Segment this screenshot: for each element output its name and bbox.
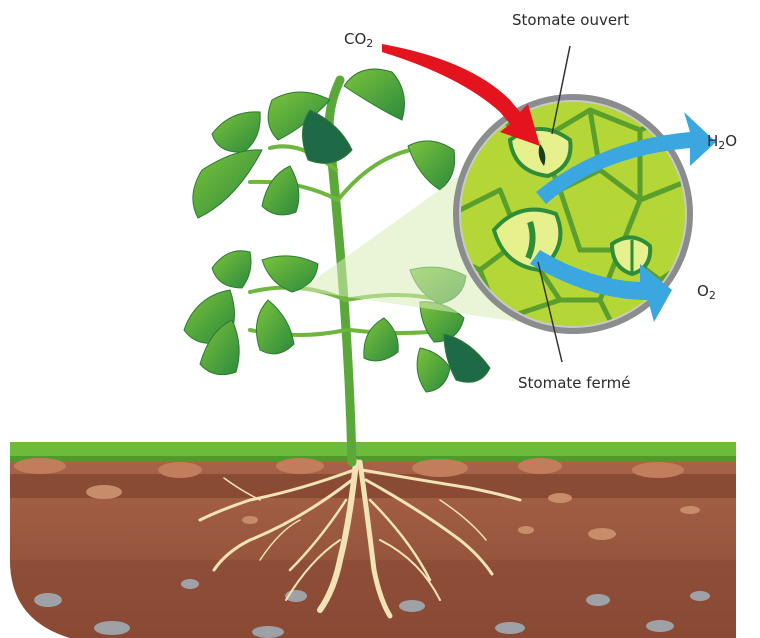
co2-arrow	[382, 44, 540, 146]
closed-stomata-label: Stomate fermé	[518, 374, 631, 392]
o2-label: O2	[697, 282, 716, 302]
co2-label: CO2	[344, 30, 373, 50]
h2o-label: H2O	[707, 132, 737, 152]
open-stomata-label: Stomate ouvert	[512, 11, 629, 29]
